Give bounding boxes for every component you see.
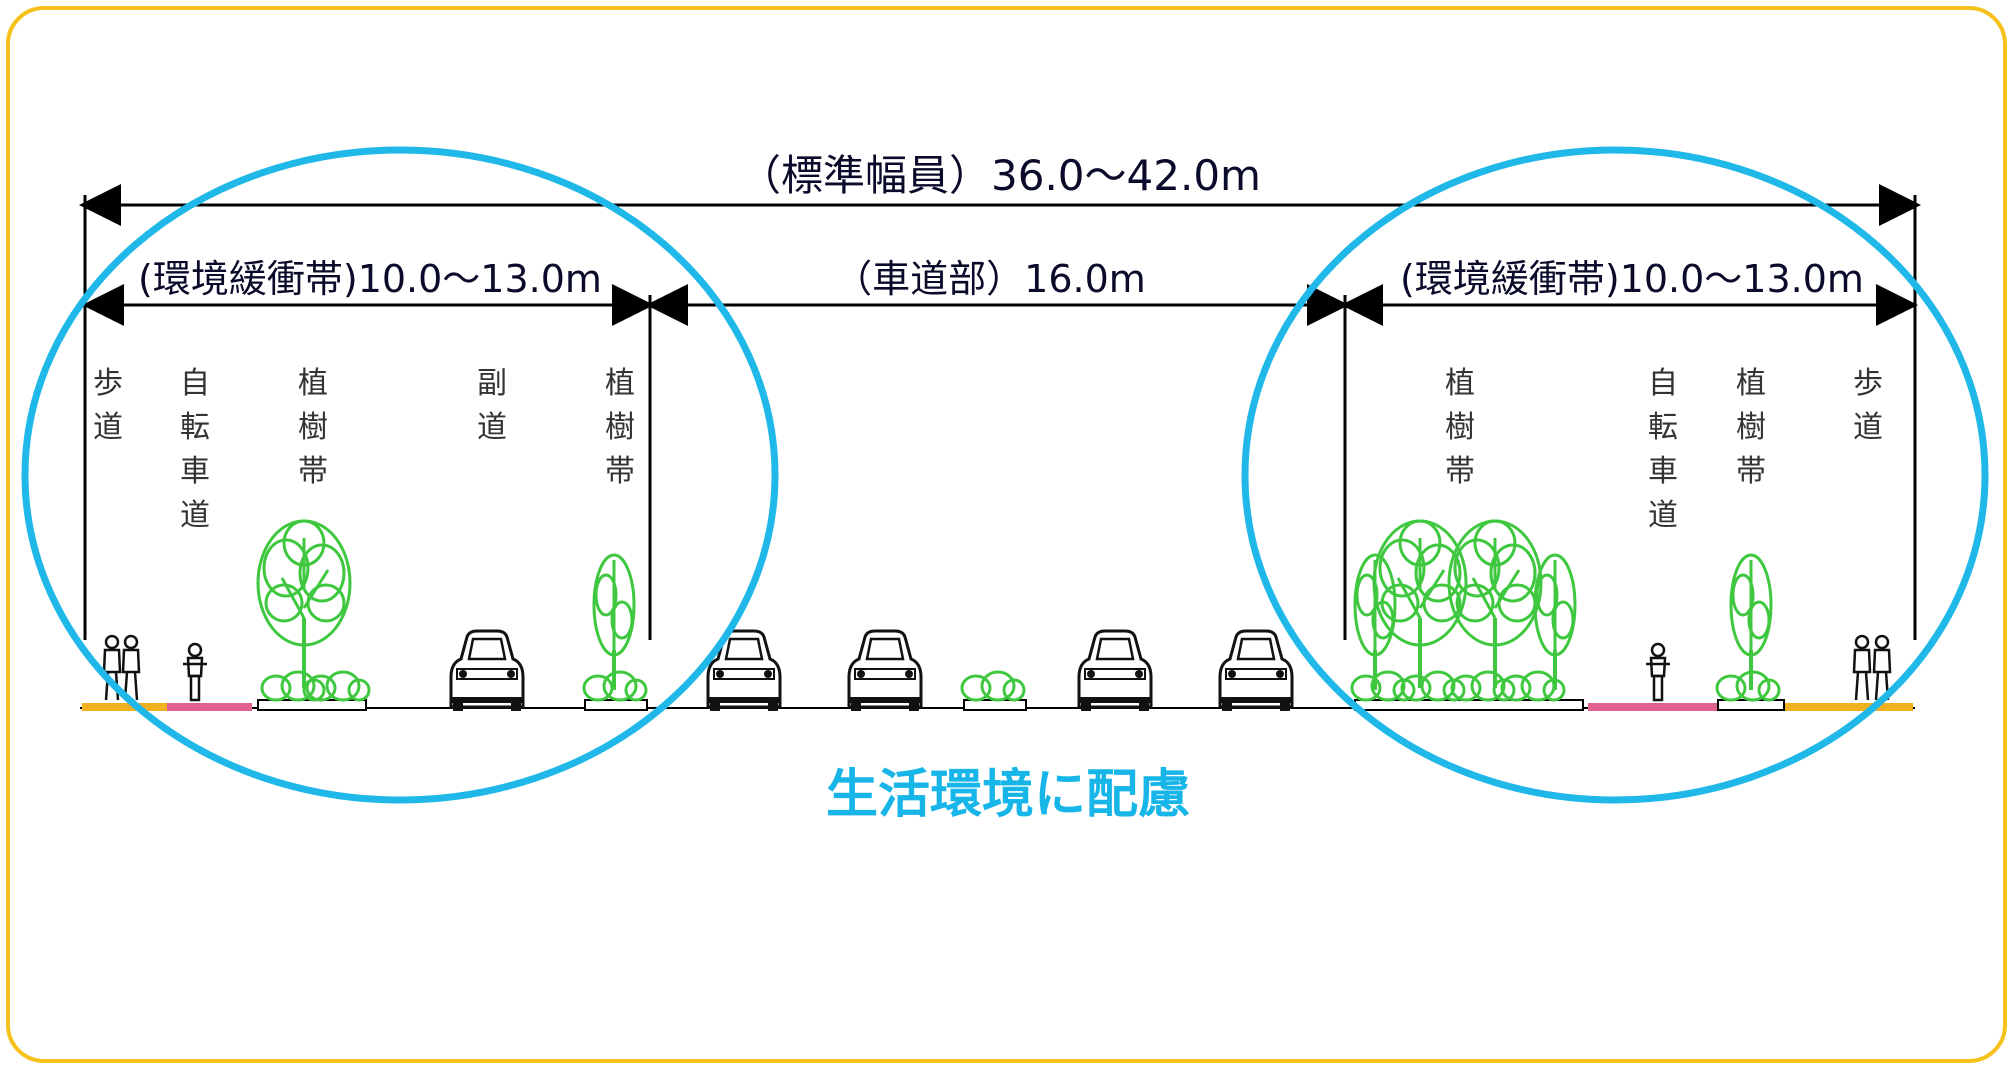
right-highlight-circle [1241,146,1989,804]
lane-label-char: 植 [1445,366,1475,401]
lane-label-char: 自 [1648,366,1678,401]
lane-label-char: 樹 [1736,410,1766,445]
lane-label-char: 道 [180,498,210,533]
total-width-label: （標準幅員）36.0～42.0m [739,151,1261,200]
right-lane-labels: 植 樹 帯 自 転 車 道 植 樹 帯 歩 道 [1445,366,1883,533]
lane-label-char: 植 [605,366,635,401]
left-bike-lane-surface [167,703,252,711]
slide-frame [6,6,2007,1063]
footer-note: 生活環境に配慮 [826,765,1190,825]
lane-label-char: 帯 [298,454,328,489]
lane-label-char: 道 [1648,498,1678,533]
planter-box [1717,699,1785,711]
lane-label-char: 副 [477,366,507,401]
right-sidewalk-surface [1780,703,1913,711]
right-zone-label: (環境緩衝帯)10.0～13.0m [1400,257,1864,301]
left-sidewalk-surface [82,703,167,711]
lane-label-char: 転 [1648,410,1678,445]
lane-label-char: 植 [1736,366,1766,401]
planter-box [963,699,1027,711]
lane-label-char: 道 [93,410,123,445]
planter-box [584,699,648,711]
lane-label-char: 帯 [1445,454,1475,489]
lane-label-char: 帯 [605,454,635,489]
left-highlight-circle [21,146,779,804]
lane-label-char: 樹 [605,410,635,445]
center-zone-label: （車道部）16.0m [834,257,1146,301]
lane-label-char: 車 [180,454,210,489]
lane-label-char: 道 [1853,410,1883,445]
left-lane-labels: 歩 道 自 転 車 道 植 樹 帯 副 道 植 樹 帯 [93,366,635,533]
planter-box [1354,699,1584,711]
lane-label-char: 帯 [1736,454,1766,489]
lane-label-char: 歩 [93,366,123,401]
planter-box [257,699,367,711]
lane-label-char: 車 [1648,454,1678,489]
lane-label-char: 転 [180,410,210,445]
lane-label-char: 樹 [1445,410,1475,445]
lane-label-char: 樹 [298,410,328,445]
lane-label-char: 歩 [1853,366,1883,401]
right-bike-lane-surface [1588,703,1718,711]
lane-label-char: 自 [180,366,210,401]
lane-label-char: 道 [477,410,507,445]
left-zone-label: (環境緩衝帯)10.0～13.0m [138,257,602,301]
lane-label-char: 植 [298,366,328,401]
